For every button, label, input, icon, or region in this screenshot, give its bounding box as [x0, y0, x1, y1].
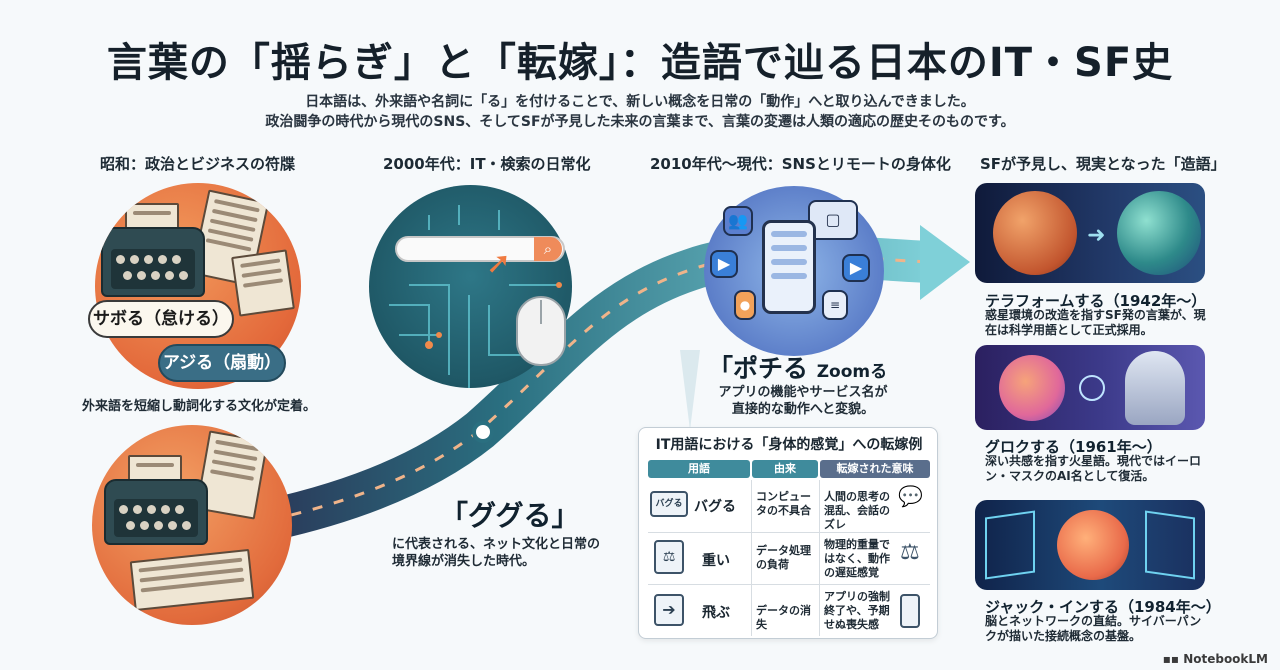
page-title: 言葉の「揺らぎ」と「転嫁」：造語で辿る日本のIT・SF史: [106, 40, 1174, 86]
table-row-meaning: 人間の思考の混乱、会話のズレ: [824, 490, 890, 531]
table-row-origin: データの消失: [756, 604, 811, 631]
timeline-node-2000: [472, 421, 494, 443]
contacts-app-icon: 👥: [723, 206, 753, 236]
weight-scale-icon: ⚖: [654, 540, 684, 574]
term-saboru: サボる（怠ける）: [88, 300, 234, 338]
brain-network-icon: [1057, 510, 1129, 580]
table-row-term: 重い: [702, 553, 730, 569]
phone-warning-icon: [900, 594, 920, 628]
table-column-divider: [751, 480, 752, 636]
table-row-term: バグる: [694, 499, 736, 515]
cursor-arrow-icon: ➚: [486, 246, 512, 281]
sf-title-terraform: テラフォームする（1942年〜）: [985, 292, 1207, 310]
watermark-logo-icon: ▪▪: [1162, 652, 1184, 666]
era-heading-sf: SFが予見し、現実となった「造語」: [980, 155, 1226, 173]
table-header-origin: 由来: [752, 460, 818, 478]
term-ajiru: アジる（扇動）: [158, 344, 286, 382]
mouse-divider: [540, 300, 542, 324]
file-arrow-icon: ➔: [654, 594, 684, 626]
term-pochiru: 「ポチる Zoomる: [708, 349, 887, 385]
document-icon: [231, 249, 295, 317]
intro-line-1: 日本語は、外来語や名詞に「る」を付けることで、新しい概念を日常の「動作」へと取り…: [305, 94, 975, 110]
table-header-meaning: 転嫁された意味: [820, 460, 930, 478]
video-call-icon: ▢: [808, 200, 858, 240]
robot-head-icon: [1125, 351, 1185, 425]
table-row-divider: [648, 532, 930, 533]
typewriter-icon: [99, 203, 209, 303]
term-pochiru-label: 「ポチる: [708, 354, 809, 383]
sf-desc-jack-in: 脳とネットワークの直結。サイバーパンクが描いた接続概念の基盤。: [985, 614, 1202, 643]
table-row-meaning: 物理的重量ではなく、動作の遅延感覚: [824, 538, 890, 579]
typewriter-icon-2: [102, 455, 212, 555]
table-row-origin: データ処理の負荷: [756, 544, 811, 571]
term-zoomru-label: Zoomる: [816, 362, 888, 382]
table-row-term: 飛ぶ: [702, 605, 730, 621]
table-column-divider: [819, 480, 820, 636]
zoom-app-icon: ▶: [710, 250, 738, 278]
term-gugguru: 「ググる」: [440, 499, 580, 532]
sf-card-terraform: ➜: [975, 183, 1205, 283]
table-row-meaning: アプリの強制終了や、予期せぬ喪失感: [824, 590, 890, 631]
table-title: IT用語における「身体的感覚」への転嫁例: [655, 437, 923, 453]
intro-line-2: 政治闘争の時代から現代のSNS、そしてSFが予見した未来の言葉まで、言葉の変遷は…: [265, 114, 1015, 130]
notebooklm-watermark: ▪▪ NotebookLM: [1163, 652, 1268, 666]
screen-panel-icon-2: [1145, 510, 1195, 580]
open-book-icon: [129, 548, 255, 612]
sf-card-jack-in: [975, 500, 1205, 590]
callout-pointer: [680, 350, 700, 430]
sf-title-jack-in: ジャック・インする（1984年〜）: [985, 598, 1221, 616]
timeline-arrowhead: [920, 225, 970, 300]
gugguru-description: に代表される、ネット文化と日常の境界線が消失した時代。: [392, 537, 601, 569]
laptop-bug-icon: バグる: [650, 491, 688, 517]
balance-icon: ⚖: [900, 540, 920, 565]
era-heading-2000s: 2000年代：IT・検索の日常化: [383, 155, 591, 173]
table-header-term: 用語: [648, 460, 750, 478]
speech-bubble-icon: 💬: [898, 484, 923, 508]
sf-desc-grok: 深い共感を指す火星語。現代ではイーロン・マスクのAI名として復活。: [985, 454, 1202, 483]
connection-node-icon: [1079, 375, 1105, 401]
sf-desc-terraform: 惑星環境の改造を指すSF発の言葉が、現在は科学用語として正式採用。: [985, 308, 1206, 337]
table-row-divider: [648, 584, 930, 585]
era-heading-showa: 昭和：政治とビジネスの符牒: [100, 155, 296, 173]
watermark-text: NotebookLM: [1183, 652, 1268, 666]
mars-planet-icon: [993, 191, 1077, 275]
pochiru-description: アプリの機能やサービス名が直接的な動作へと変貌。: [718, 385, 888, 417]
showa-caption: 外来語を短縮し動詞化する文化が定着。: [82, 399, 317, 414]
chat-app-icon: ≡: [822, 290, 848, 320]
era-heading-2010s: 2010年代〜現代：SNSとリモートの身体化: [650, 155, 951, 173]
sf-title-grok: グロクする（1961年〜）: [985, 438, 1162, 456]
earth-planet-icon: [1117, 191, 1201, 275]
search-icon: ⌕: [534, 237, 562, 261]
brain-icon: [999, 355, 1065, 421]
showa-illustration-2: [92, 425, 292, 625]
smartphone-icon: [762, 220, 816, 314]
zoom-app-icon-2: ▶: [842, 254, 870, 282]
arrow-right-icon: ➜: [1087, 223, 1106, 248]
phone-app-icon: ●: [734, 290, 756, 320]
table-row-origin: コンピュータの不具合: [756, 490, 811, 517]
sf-card-grok: [975, 345, 1205, 430]
screen-panel-icon: [985, 510, 1035, 580]
